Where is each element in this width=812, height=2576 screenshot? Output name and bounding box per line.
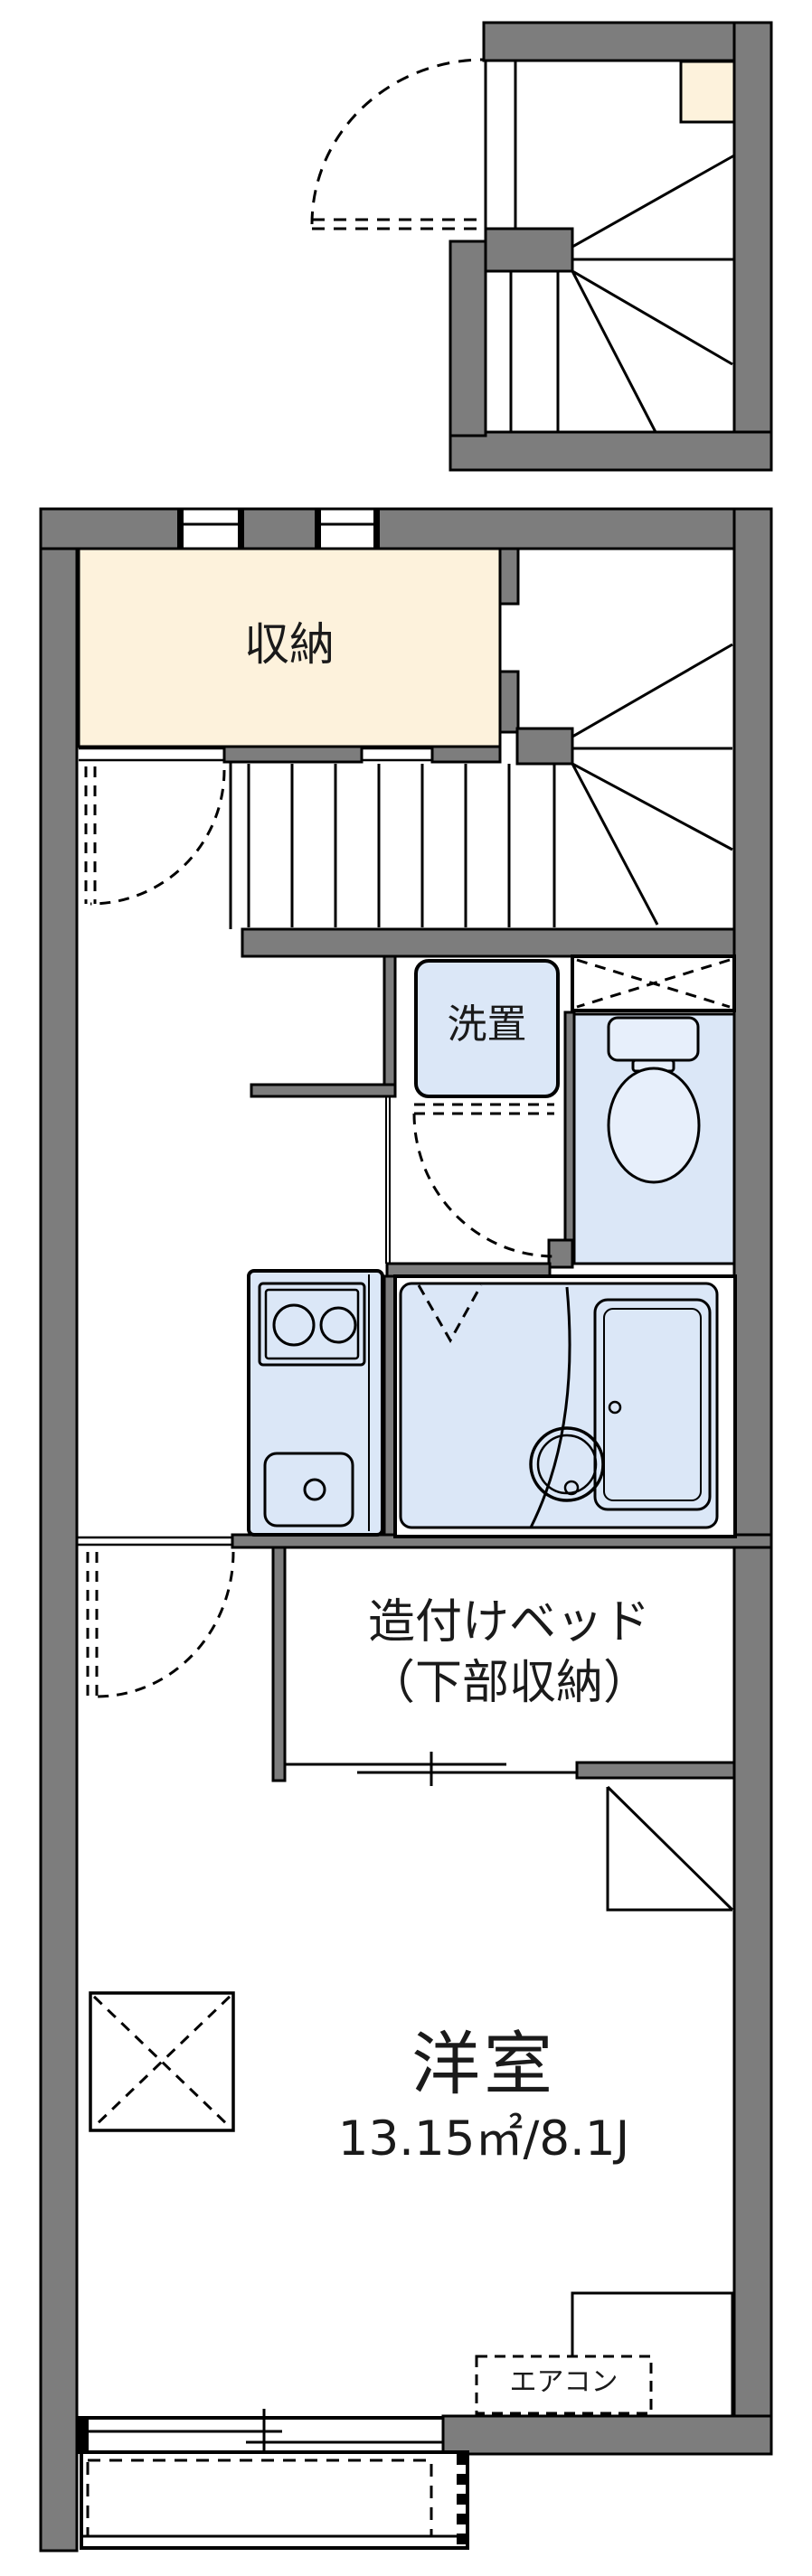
bath-room xyxy=(393,1274,737,1538)
laundry-label: 洗置 xyxy=(447,1001,527,1048)
upper-stair-lines xyxy=(509,154,735,433)
upper-stairwell xyxy=(310,21,773,472)
upper-door-jambs xyxy=(484,61,517,229)
bed-partition-lines xyxy=(285,1752,577,1786)
western-room-area-label: 13.15㎡/8.1J xyxy=(337,2111,630,2167)
upper-door-icon xyxy=(310,58,485,230)
stair-lines xyxy=(229,643,733,929)
western-room-label: 洋室 xyxy=(411,2024,556,2104)
storage-room xyxy=(77,547,502,748)
hatch-box xyxy=(571,954,736,1012)
aircon-label: エアコン xyxy=(509,2366,618,2398)
bottom-window xyxy=(77,2409,443,2463)
bathtub-icon xyxy=(593,1298,712,1511)
stove-icon xyxy=(258,1282,366,1367)
washer-box xyxy=(414,959,560,1098)
sink-icon xyxy=(263,1452,354,1528)
toilet-icon xyxy=(607,1016,701,1184)
hall-door-icon xyxy=(84,766,226,906)
washroom-thin-wall xyxy=(385,1096,391,1264)
top-window-1 xyxy=(177,507,244,550)
bedroom-door-icon xyxy=(86,1551,235,1698)
bedroom-threshold xyxy=(77,1536,232,1547)
washroom-door-icon xyxy=(412,1103,555,1258)
bath-door-icon xyxy=(417,1284,483,1344)
main-walls xyxy=(39,507,773,2552)
aircon-box xyxy=(475,2355,653,2415)
triangle-marker xyxy=(606,1785,734,1912)
top-window-2 xyxy=(315,507,380,550)
wall-x-box xyxy=(89,1991,235,2132)
main-floor xyxy=(39,507,773,2552)
storage-opening-lines xyxy=(79,747,432,762)
upper-walls xyxy=(448,21,773,472)
balcony xyxy=(80,2450,469,2550)
upper-landing-pad xyxy=(679,60,736,124)
kitchen-unit xyxy=(247,1269,384,1537)
storage-label: 収納 xyxy=(244,618,335,671)
bath-stool-icon xyxy=(529,1426,605,1502)
built-in-bed-sub-label: （下部収納） xyxy=(367,1656,650,1710)
built-in-bed-label: 造付けベッド xyxy=(367,1595,650,1650)
